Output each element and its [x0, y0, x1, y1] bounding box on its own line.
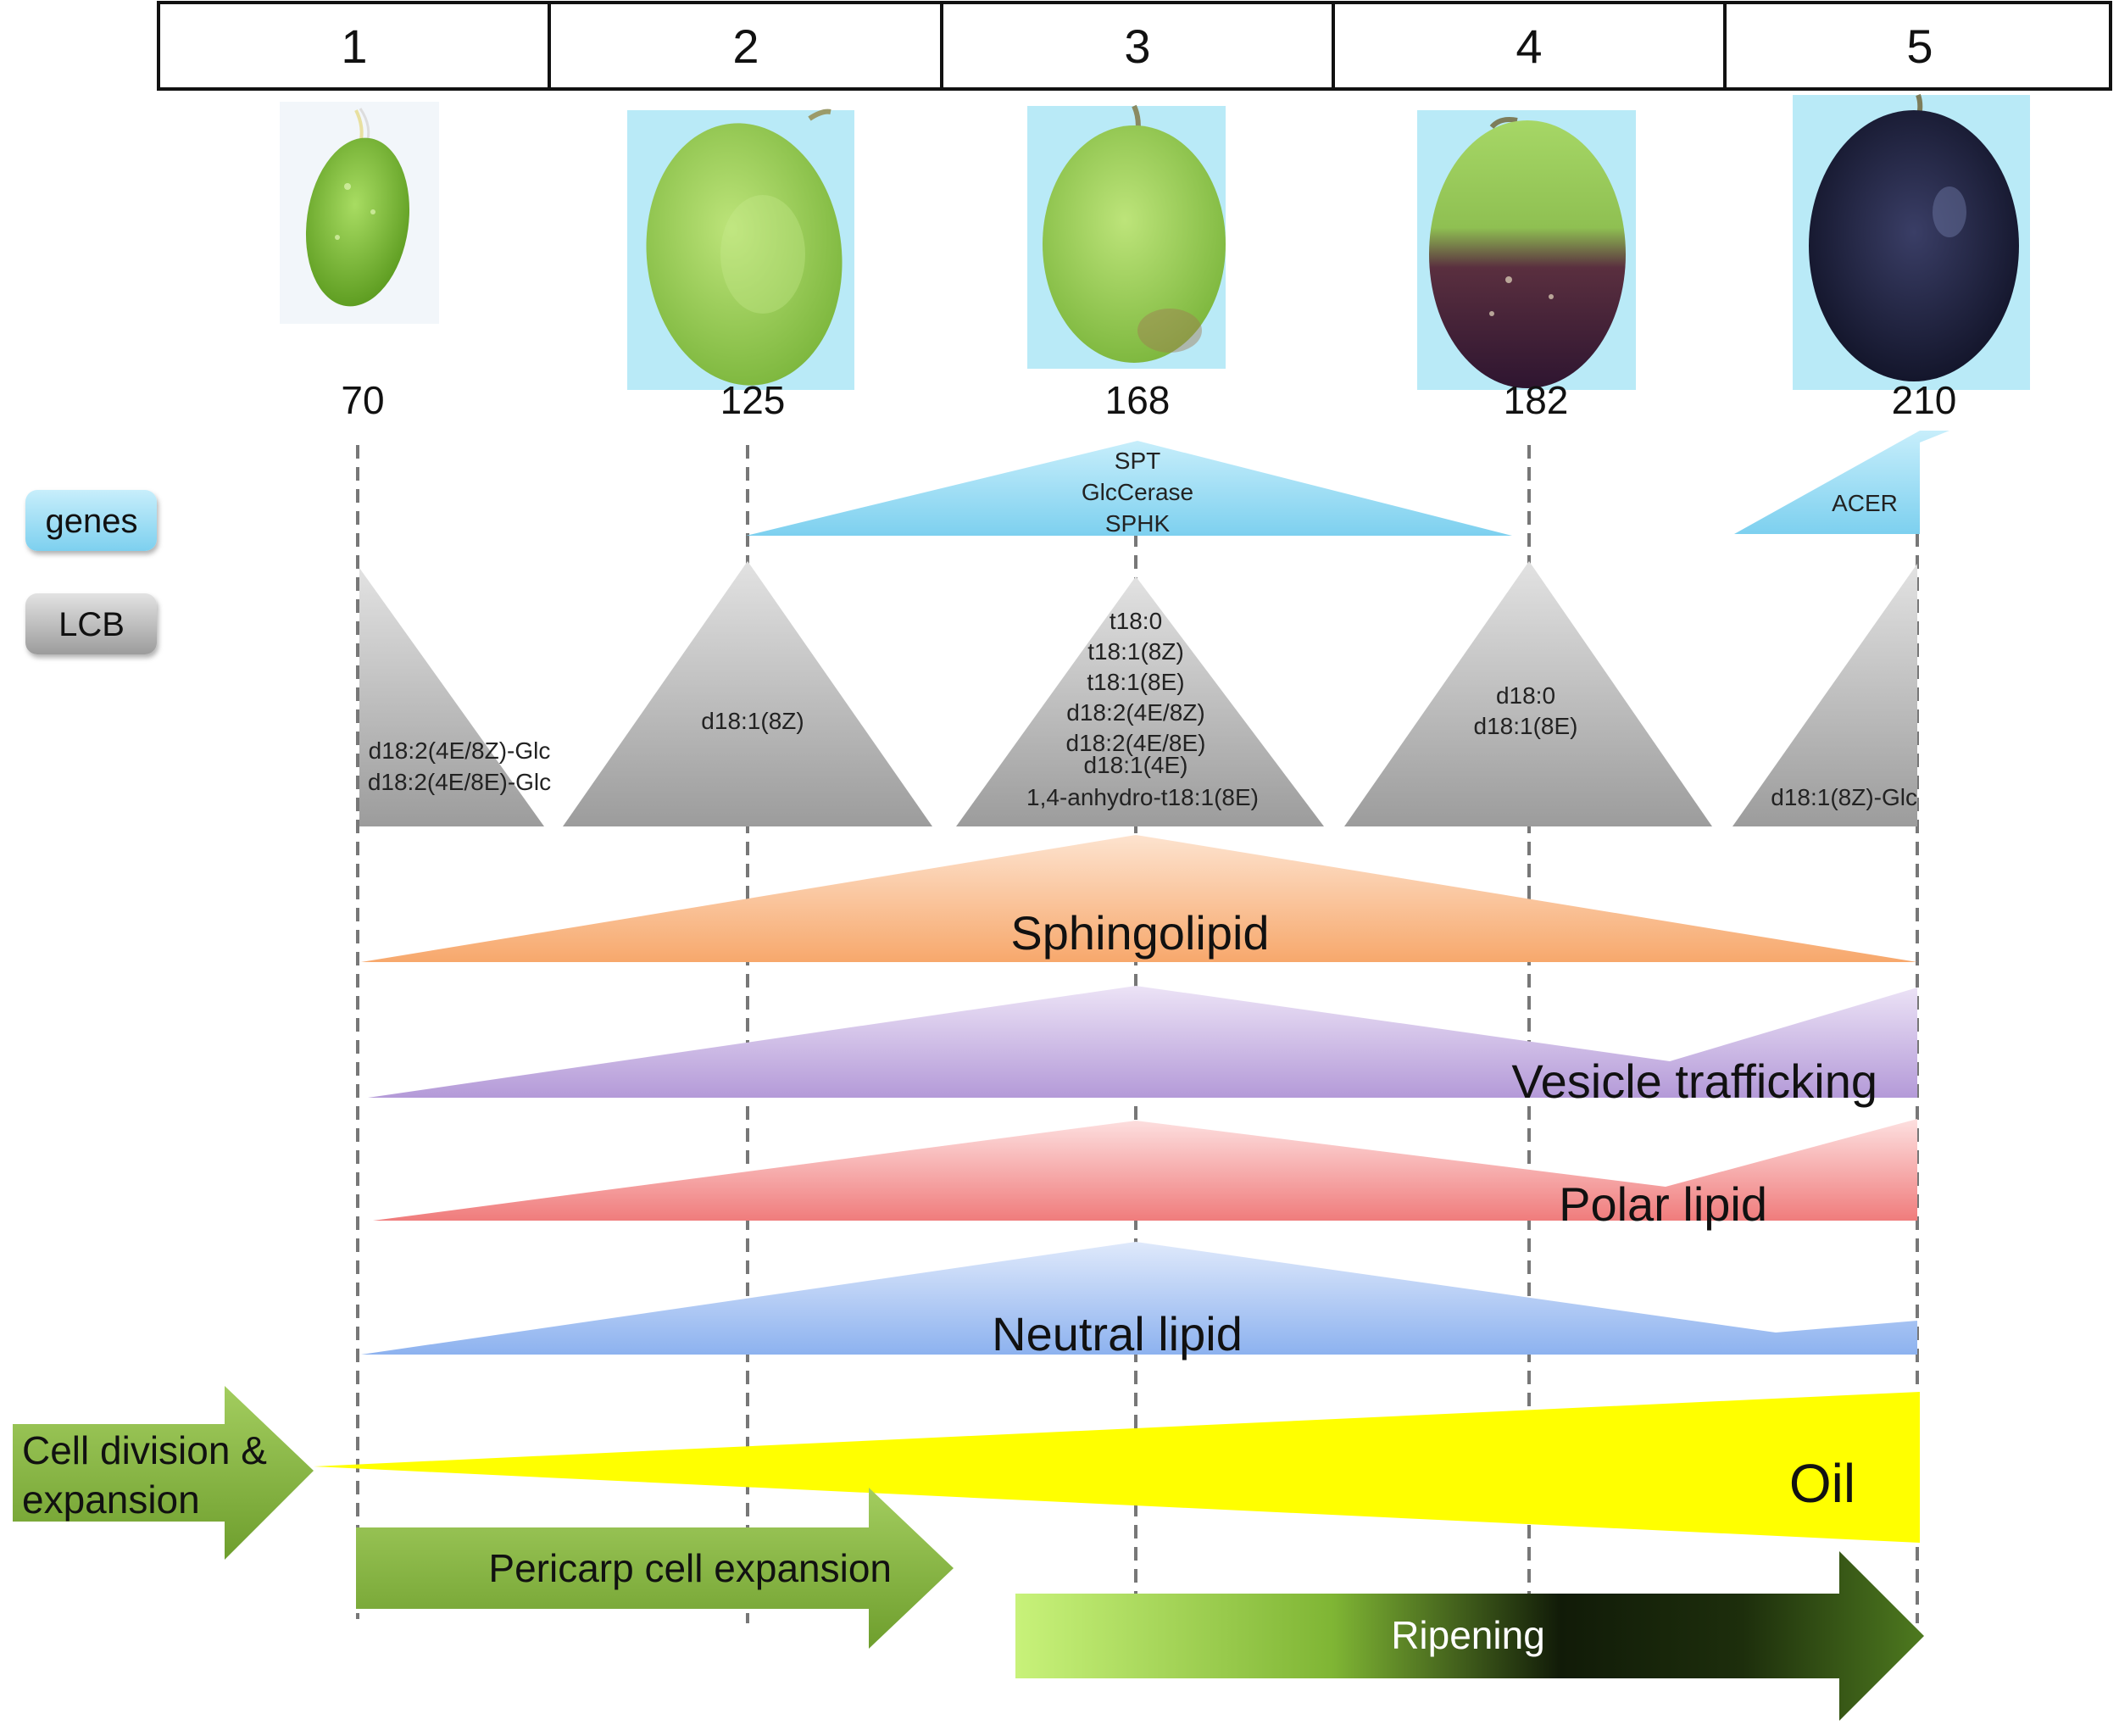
stage-4-label: 4 [1516, 19, 1542, 73]
gene-expression-shapes: SPT GlcCerase SPHK ACER [746, 431, 1949, 537]
olive-stage-5-image [1793, 93, 2030, 390]
lcb-stage-2-triangle [563, 561, 932, 826]
lcb-s4-label-1: d18:0 [1496, 682, 1555, 709]
gene-label-spt: SPT [1115, 448, 1160, 474]
gene-label-acer: ACER [1832, 490, 1898, 516]
lcb-s3-label-5: d18:2(4E/8E) [1066, 730, 1206, 756]
lipid-bands: Sphingolipid Vesicle trafficking Polar l… [314, 835, 1920, 1543]
lcb-s3-label-1: t18:0 [1110, 608, 1162, 634]
lcb-stage-1-triangle [359, 568, 544, 826]
olive-stage-1-image [280, 102, 439, 324]
stage-1-label: 1 [341, 19, 367, 73]
legend-lcb [25, 593, 157, 654]
olive-photos [280, 93, 2030, 390]
cell-division-label-line-2: expansion [22, 1477, 200, 1522]
lcb-stage-3-triangle [956, 576, 1324, 826]
lcb-s1-label-1: d18:2(4E/8Z)-Glc [369, 737, 551, 764]
cell-division-label-line-1: Cell division & [22, 1428, 267, 1472]
oil-band [314, 1392, 1920, 1543]
neutral-lipid-label: Neutral lipid [992, 1307, 1243, 1360]
legend-genes-label: genes [46, 503, 138, 540]
lcb-s1-label-2: d18:2(4E/8E)-Glc [368, 769, 551, 795]
legend-lcb-label: LCB [58, 606, 125, 643]
vesicle-trafficking-label: Vesicle trafficking [1511, 1054, 1877, 1108]
lcb-stage-4-triangle [1344, 561, 1712, 826]
lcb-s3-label-3: t18:1(8E) [1087, 669, 1184, 695]
oil-label: Oil [1789, 1453, 1855, 1514]
neutral-lipid-band [361, 1242, 1917, 1355]
pericarp-expansion-arrow [356, 1488, 954, 1649]
sphingolipid-band [361, 835, 1917, 962]
vesicle-trafficking-band [368, 986, 1917, 1098]
lcb-s3-label-2: t18:1(8Z) [1087, 638, 1184, 665]
cell-division-arrow [13, 1386, 314, 1560]
day-labels: 70 125 168 182 210 [341, 378, 1956, 422]
lcb-s5-label-1: d18:1(8Z)-Glc [1771, 784, 1917, 810]
stage-header: 1 2 3 4 5 [157, 1, 2112, 91]
gene-label-sphk: SPHK [1105, 510, 1171, 537]
ripening-arrow [1015, 1551, 1924, 1721]
lcb-s2-label-1: d18:1(8Z) [701, 708, 804, 734]
stage-3-label: 3 [1124, 19, 1150, 73]
genes-center-triangle [746, 441, 1512, 536]
ripening-label: Ripening [1391, 1613, 1545, 1657]
lcb-shapes: d18:2(4E/8Z)-Glc d18:2(4E/8E)-Glc d18:1(… [359, 561, 1917, 826]
sphingolipid-label: Sphingolipid [1010, 906, 1269, 960]
day-label-70: 70 [341, 378, 384, 422]
stage-5-label: 5 [1906, 19, 1933, 73]
polar-lipid-band [373, 1119, 1917, 1221]
lcb-s3-label-6: d18:1(4E) [1084, 752, 1188, 778]
day-label-168: 168 [1105, 378, 1171, 422]
day-label-210: 210 [1892, 378, 1957, 422]
polar-lipid-label: Polar lipid [1559, 1177, 1767, 1231]
olive-stage-3-image [1027, 104, 1226, 369]
stage-2-label: 2 [732, 19, 759, 73]
genes-acer-triangle [1734, 431, 1949, 534]
lcb-s3-label-4: d18:2(4E/8Z) [1066, 699, 1204, 726]
pericarp-expansion-label: Pericarp cell expansion [488, 1546, 892, 1590]
lcb-stage-5-triangle [1732, 564, 1917, 826]
day-label-182: 182 [1504, 378, 1569, 422]
legend-genes [25, 490, 157, 551]
lcb-s4-label-2: d18:1(8E) [1474, 713, 1578, 739]
lcb-s3-label-7: 1,4-anhydro-t18:1(8E) [1026, 784, 1259, 810]
gene-label-glccerase: GlcCerase [1082, 479, 1193, 505]
process-arrows: Cell division & expansion Pericarp cell … [13, 1386, 1924, 1721]
olive-stage-2-image [627, 108, 854, 390]
olive-stage-4-image [1417, 110, 1636, 390]
day-label-125: 125 [720, 378, 786, 422]
legend: genes LCB [25, 490, 157, 654]
